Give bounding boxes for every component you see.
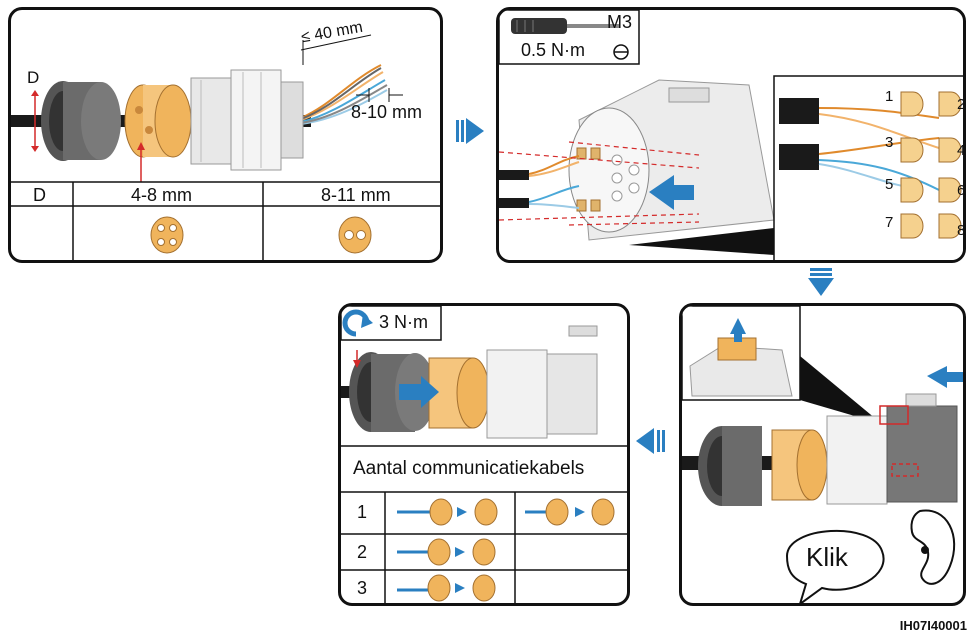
table-title: Aantal communicatiekabels <box>353 458 585 479</box>
push-arrow-icon <box>399 376 439 408</box>
pin-4-label: 4 <box>957 142 966 159</box>
cap-nut <box>698 426 762 506</box>
panel-strip-cable: D ≤ 40 mm 8-10 mm D 4-8 mm 8-11 mm <box>8 7 443 263</box>
row-2-icon <box>397 538 496 566</box>
table-header-8-11mm: 8-11 mm <box>321 185 391 205</box>
arrow-left-icon <box>636 428 665 454</box>
row-1-label: 1 <box>357 502 368 522</box>
pin-7-label: 7 <box>885 214 894 231</box>
wires-in <box>499 155 580 209</box>
screwdriver-icon <box>511 18 619 34</box>
cable-count-table <box>341 445 627 603</box>
wires <box>300 64 388 125</box>
row-3-icon <box>397 574 496 602</box>
cap-nut <box>41 81 121 161</box>
row-1-icon <box>397 498 615 526</box>
seal <box>771 429 828 501</box>
row-3-label: 3 <box>357 578 368 598</box>
pin-3-label: 3 <box>885 134 894 151</box>
connector-body <box>190 69 304 171</box>
figure-code: IH07I40001 <box>899 618 967 633</box>
row-2-label: 2 <box>357 542 368 562</box>
table-header-4-8mm: 4-8 mm <box>131 185 193 205</box>
push-arrow-icon <box>649 175 694 210</box>
seal-2-hole-icon <box>338 216 372 254</box>
arrow-up-icon <box>730 318 746 334</box>
connector-front <box>568 79 775 241</box>
panel-tighten-nut: 3 N·m Aantal communicatiekabels 1 2 3 <box>338 303 630 606</box>
panel-click-in: Klik <box>679 303 966 606</box>
pin-8-label: 8 <box>957 222 966 239</box>
speech-bubble <box>785 529 885 603</box>
pin-1-label: 1 <box>885 88 894 105</box>
tool-size-label: M3 <box>607 12 633 32</box>
pin-2-label: 2 <box>957 96 966 113</box>
table-header-d: D <box>33 185 46 205</box>
diameter-label: D <box>27 68 40 87</box>
connector-body <box>826 393 958 505</box>
seal-4-hole-icon <box>150 216 184 254</box>
connector-body <box>486 325 598 439</box>
ear-icon <box>910 509 956 585</box>
click-sound-label: Klik <box>806 542 848 572</box>
pin-contacts <box>900 91 962 239</box>
torque-label: 3 N·m <box>379 312 428 332</box>
arrow-right-icon <box>456 118 484 144</box>
cap-nut <box>349 352 435 432</box>
push-arrow-icon <box>927 366 963 388</box>
seal <box>124 84 192 158</box>
seal <box>428 357 490 429</box>
seal-table <box>11 181 440 260</box>
strip-end-label: 8-10 mm <box>351 102 423 122</box>
panel-insert-wires: M3 0.5 N·m 1 2 3 4 5 6 7 8 <box>496 7 966 263</box>
arrow-down-icon <box>808 268 834 296</box>
torque-label: 0.5 N·m <box>521 40 586 60</box>
pin-6-label: 6 <box>957 182 966 199</box>
pin-5-label: 5 <box>885 176 894 193</box>
rotate-icon <box>342 309 373 337</box>
